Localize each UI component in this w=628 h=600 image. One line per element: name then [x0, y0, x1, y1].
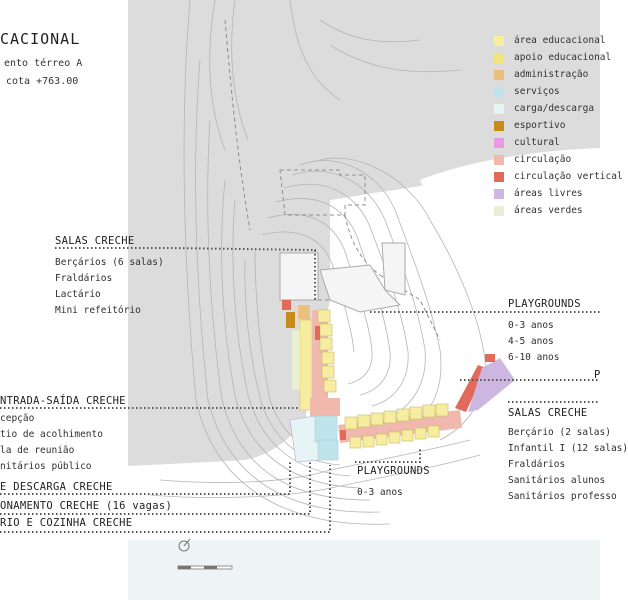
list-item: nitários público	[0, 461, 92, 472]
entrada-saida-heading: NTRADA-SAÍDA CRECHE	[0, 395, 126, 407]
playgrounds-top-list: 0-3 anos 4-5 anos 6-10 anos	[508, 318, 559, 366]
entrada-saida-list: cepção tio de acolhimento la de reunião …	[0, 411, 103, 475]
cut-label-right: P	[594, 369, 601, 381]
legend-swatch	[494, 36, 504, 46]
legend-label: esportivo	[514, 120, 566, 131]
page-subtitle-1: ento térreo A	[4, 58, 83, 69]
legend-label: áreas verdes	[514, 205, 583, 216]
list-item: Berçários (6 salas)	[55, 257, 164, 268]
legend-swatch	[494, 121, 504, 131]
list-item: cepção	[0, 413, 35, 424]
legend-label: administração	[514, 69, 589, 80]
list-item: la de reunião	[0, 445, 75, 456]
list-item: Fraldários	[55, 273, 113, 284]
legend-swatch	[494, 53, 504, 63]
list-item: Fraldários	[508, 459, 566, 470]
estacionamento-heading: ONAMENTO CRECHE (16 vagas)	[0, 500, 173, 512]
legend-swatch	[494, 104, 504, 114]
legend-swatch	[494, 138, 504, 148]
salas-creche-right-heading: SALAS CRECHE	[508, 407, 588, 419]
north-arrow-icon	[178, 538, 191, 552]
horizontal-wing	[338, 354, 515, 449]
list-item: Berçário (2 salas)	[508, 427, 611, 438]
list-item: tio de acolhimento	[0, 429, 103, 440]
playgrounds-top-heading: PLAYGROUNDS	[508, 298, 581, 310]
carga-descarga-heading: E DESCARGA CRECHE	[0, 481, 113, 493]
site-plan-map	[0, 0, 600, 600]
legend-swatch	[494, 155, 504, 165]
list-item: Mini refeitório	[55, 305, 141, 316]
scale-bar-icon	[177, 565, 233, 570]
list-item: Lactário	[55, 289, 101, 300]
legend-label: cultural	[514, 137, 560, 148]
legend-swatch	[494, 172, 504, 182]
playgrounds-bottom-heading: PLAYGROUNDS	[357, 465, 430, 477]
legend-label: apoio educacional	[514, 52, 612, 63]
bottom-water-band	[128, 540, 600, 600]
legend-label: circulação	[514, 154, 572, 165]
site-grey-area	[128, 0, 600, 466]
list-item: Sanitários alunos	[508, 475, 606, 486]
list-item: Infantil I (12 salas)	[508, 443, 628, 454]
services-block	[289, 415, 339, 463]
leader-lines	[0, 247, 600, 533]
playgrounds-bottom-item: 0-3 anos	[357, 487, 403, 498]
salas-creche-left-list: Berçários (6 salas) Fraldários Lactário …	[55, 255, 164, 319]
legend-label: área educacional	[514, 35, 606, 46]
legend-label: circulação vertical	[514, 171, 623, 182]
list-item: 4-5 anos	[508, 336, 554, 347]
legend-swatch	[494, 189, 504, 199]
list-item: 6-10 anos	[508, 352, 560, 363]
legend-label: carga/descarga	[514, 103, 595, 114]
white-lobe	[420, 148, 600, 275]
salas-creche-left-heading: SALAS CRECHE	[55, 235, 135, 247]
legend-label: áreas livres	[514, 188, 583, 199]
page-title: CACIONAL	[0, 30, 81, 48]
legend-swatch	[494, 87, 504, 97]
refeitorio-heading: RIO E COZINHA CRECHE	[0, 517, 133, 529]
list-item: Sanitários professo	[508, 491, 617, 502]
list-item: 0-3 anos	[508, 320, 554, 331]
salas-creche-right-list: Berçário (2 salas) Infantil I (12 salas)…	[508, 425, 628, 505]
vertical-wing	[282, 300, 340, 416]
page-subtitle-2: cota +763.00	[6, 76, 79, 87]
legend-swatch	[494, 206, 504, 216]
legend-swatch	[494, 70, 504, 80]
legend-label: serviços	[514, 86, 560, 97]
